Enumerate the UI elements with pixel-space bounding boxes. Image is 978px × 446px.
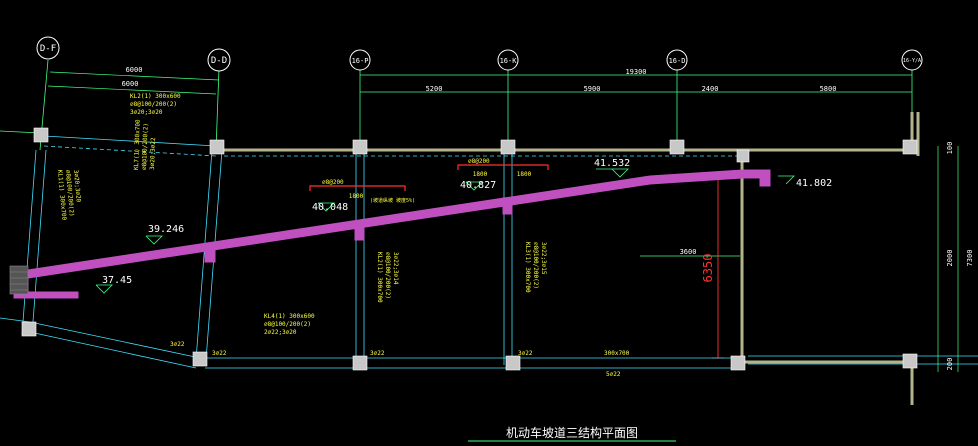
dim-right-200: 200 (946, 358, 954, 371)
dim-right-7300: 7300 (966, 250, 974, 267)
rebar-1800-c: 1800 (517, 171, 532, 178)
axis-bubble-dd (207, 48, 231, 72)
column-rightmost-bottom (902, 353, 918, 369)
dimension-lines (0, 71, 959, 372)
dim-6000-b: 6000 (122, 80, 139, 88)
dim-6350: 6350 (701, 254, 715, 283)
level-40-827: 40.827 (460, 180, 496, 191)
svg-text:⌀8@100/200(2): ⌀8@100/200(2) (130, 101, 177, 108)
rebar-note-5phi22: 5⌀22 (606, 371, 621, 378)
rebar-note-slope: (坡道纵坡 坡度5%) (370, 197, 415, 204)
column-16k-top (500, 139, 516, 155)
level-39-246: 39.246 (148, 224, 184, 235)
dim-6000-a: 6000 (126, 66, 143, 74)
beam-label-kl3-1: KL3(1) 300x700 ⌀8@100/200(2) 3⌀22;3⌀15 (524, 242, 547, 293)
rebar-note-phi8-b: ⌀8@200 (468, 158, 490, 165)
column-right-bottom (730, 355, 746, 371)
svg-text:⌀8@100/200(2): ⌀8@100/200(2) (264, 321, 311, 328)
axis-label-df: D-F (40, 44, 56, 54)
ramp (13, 169, 771, 299)
axis-line-dd (215, 67, 220, 151)
svg-text:3⌀22;3⌀14: 3⌀22;3⌀14 (392, 252, 399, 285)
rebar-note-3phi22-a: 3⌀22 (170, 341, 185, 348)
level-41-532: 41.532 (594, 158, 630, 169)
svg-text:KL4(1) 300x600: KL4(1) 300x600 (264, 313, 315, 320)
rebar-note-3phi22-c: 3⌀22 (370, 350, 385, 357)
beam-label-kl4-1: KL4(1) 300x600 ⌀8@100/200(2) 2⌀22;3⌀20 (264, 313, 315, 336)
column-rightmost-top (902, 139, 918, 155)
level-40-048: 40.048 (312, 202, 348, 213)
svg-text:KL2(1) 300x600: KL2(1) 300x600 (130, 93, 181, 100)
svg-text:3⌀20;3⌀22: 3⌀20;3⌀22 (149, 137, 157, 170)
dim-3600: 3600 (680, 248, 697, 256)
svg-text:KL3(1) 300x700: KL3(1) 300x700 (524, 242, 531, 293)
beam-label-kl2-1b: KL2(1) 300x700 ⌀8@100/200(2) 3⌀22;3⌀14 (376, 252, 399, 303)
column-16d-top (669, 139, 685, 155)
column-16p-top (352, 139, 368, 155)
svg-text:⌀8@100/200(2): ⌀8@100/200(2) (141, 123, 150, 170)
column-16p-bottom (352, 355, 368, 371)
dim-right-2000: 2000 (946, 250, 954, 267)
level-arrows (95, 168, 795, 294)
beam-label-kl7-1: KL7(1) 300x700 ⌀8@100/200(2) 3⌀20;3⌀22 (133, 119, 157, 170)
level-41-802: 41.802 (796, 178, 832, 189)
hatch-patch (9, 265, 29, 295)
svg-text:⌀8@100/200(2): ⌀8@100/200(2) (384, 252, 391, 299)
rebar-1800-a: 1800 (349, 193, 364, 200)
svg-text:⌀8@100/200(2): ⌀8@100/200(2) (532, 242, 539, 289)
axis-bubble-rightmost (901, 49, 923, 71)
axis-label-dd: D-D (211, 56, 227, 66)
svg-text:KL7(1) 300x700: KL7(1) 300x700 (133, 119, 142, 170)
dim-19300: 19300 (625, 68, 646, 76)
axis-bubble-16d (666, 49, 688, 71)
columns (21, 127, 918, 371)
drawing-title: 机动车坡道三结构平面图 (506, 425, 638, 440)
axis-label-16d: 16-D (669, 57, 686, 65)
svg-text:2⌀22;3⌀20: 2⌀22;3⌀20 (264, 329, 297, 336)
rebar-marks (309, 164, 549, 191)
beams (216, 112, 920, 405)
beam-label-kl2-1: KL2(1) 300x600 ⌀8@100/200(2) 3⌀20;3⌀20 (130, 93, 181, 116)
rebar-note-300x700: 300x700 (604, 350, 630, 357)
axis-label-16k: 16-K (500, 57, 518, 65)
dim-5900: 5900 (584, 85, 601, 93)
axis-label-rightmost: 16-Y/A (903, 58, 921, 64)
axis-label-16p: 16-P (352, 57, 369, 65)
column-df-bottom (21, 321, 37, 337)
column-right-corner-top (736, 149, 750, 163)
dim-5800: 5800 (820, 85, 837, 93)
column-dd-bottom (192, 351, 208, 367)
rebar-note-phi8-a: ⌀8@200 (322, 179, 344, 186)
svg-text:⌀8@100/200(2): ⌀8@100/200(2) (64, 170, 75, 217)
cyan-lines (0, 135, 978, 369)
rebar-note-3phi22-b: 3⌀22 (212, 350, 227, 357)
svg-text:KL1(1) 300x700: KL1(1) 300x700 (56, 170, 67, 221)
dim-right-100: 100 (946, 142, 954, 155)
rebar-1800-b: 1800 (473, 171, 488, 178)
svg-text:3⌀20;3⌀20: 3⌀20;3⌀20 (72, 170, 82, 203)
beam-label-kl1-1: KL1(1) 300x700 ⌀8@100/200(2) 3⌀20;3⌀20 (56, 170, 82, 221)
svg-text:3⌀20;3⌀20: 3⌀20;3⌀20 (130, 109, 163, 116)
rebar-note-3phi22-d: 3⌀22 (518, 350, 533, 357)
axis-bubble-df (36, 36, 60, 60)
dim-2400: 2400 (702, 85, 719, 93)
axis-bubble-16p (349, 49, 371, 71)
column-dd-top (209, 139, 225, 155)
level-37-45: 37.45 (102, 275, 132, 286)
svg-text:3⌀22;3⌀15: 3⌀22;3⌀15 (540, 242, 547, 275)
column-df-top (33, 127, 49, 143)
column-16k-bottom (505, 355, 521, 371)
svg-text:KL2(1) 300x700: KL2(1) 300x700 (376, 252, 383, 303)
axis-bubble-16k (497, 49, 519, 71)
axis-bubbles (36, 36, 923, 72)
dim-5200: 5200 (426, 85, 443, 93)
